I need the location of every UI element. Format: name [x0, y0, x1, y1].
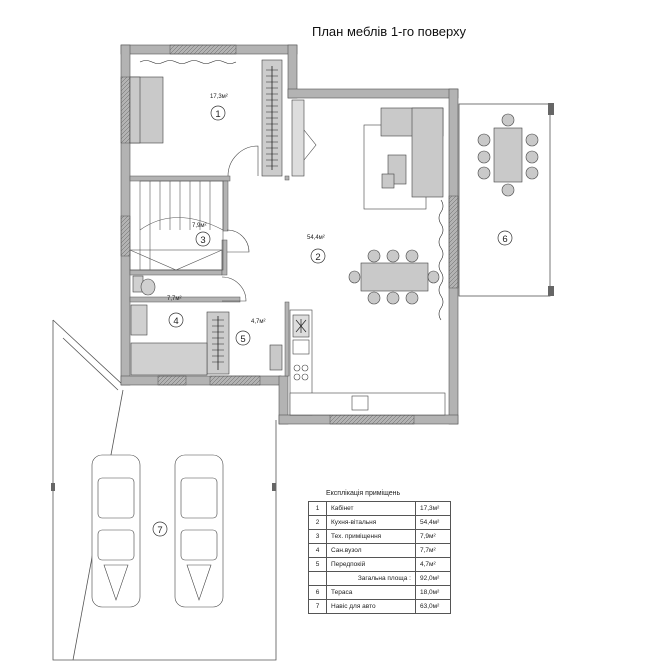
- row-area: 54,4м²: [415, 515, 451, 530]
- row-number: 2: [308, 515, 327, 530]
- room-5-number: 5: [240, 334, 245, 345]
- kitchen-counters: [289, 309, 446, 416]
- car-right: [174, 454, 224, 608]
- row-area: 7,7м²: [415, 543, 451, 558]
- tv-unit: [291, 99, 317, 177]
- row-area: 7,9м²: [415, 529, 451, 544]
- row-name: Тераса: [326, 585, 416, 600]
- wardrobes: [206, 59, 283, 375]
- table-row: 6 Тераса 18,0м²: [308, 585, 451, 600]
- room-schedule-table: 1 Кабінет 17,3м² 2 Кухня-вітальня 54,4м²…: [308, 501, 451, 614]
- row-number: [308, 571, 327, 586]
- row-number: 7: [308, 599, 327, 614]
- table-row: 3 Тех. приміщення 7,9м²: [308, 529, 451, 544]
- row-area: 17,3м²: [415, 501, 451, 516]
- car-left: [91, 454, 141, 608]
- table-row: 7 Навіс для авто 63,0м²: [308, 599, 451, 614]
- total-area: 92,0м²: [415, 571, 451, 586]
- tech-room-door: [226, 229, 250, 253]
- row-area: 18,0м²: [415, 585, 451, 600]
- table-row: 4 Сан.вузол 7,7м²: [308, 543, 451, 558]
- room-3-number: 3: [200, 235, 205, 246]
- living-sofa: [363, 107, 444, 210]
- living-curtain: [438, 199, 444, 321]
- terrace-outline: [458, 103, 551, 297]
- room-7-number: 7: [157, 525, 162, 536]
- room-labels: 17,3м² 1 54,4м² 2 7,9м² 3 7,7м² 4 4,7м² …: [152, 94, 513, 537]
- total-label: Загальна площа :: [326, 571, 416, 586]
- bathroom-fixtures: [130, 275, 208, 376]
- kitchen-hob-star: [295, 319, 307, 333]
- room-3-area: 7,9м²: [192, 223, 206, 229]
- row-area: 63,0м²: [415, 599, 451, 614]
- row-number: 4: [308, 543, 327, 558]
- bathroom-door: [221, 276, 247, 302]
- room-2-area: 54,4м²: [307, 235, 325, 241]
- row-area: 4,7м²: [415, 557, 451, 572]
- row-name: Кабінет: [326, 501, 416, 516]
- table-row: 2 Кухня-вітальня 54,4м²: [308, 515, 451, 530]
- window-openings: [120, 44, 459, 425]
- study-sofa: [129, 76, 164, 144]
- total-row: Загальна площа : 92,0м²: [308, 571, 451, 586]
- row-name: Кухня-вітальня: [326, 515, 416, 530]
- dining-set: [348, 249, 440, 305]
- room-2-number: 2: [315, 252, 320, 263]
- row-name: Передпокій: [326, 557, 416, 572]
- plan-title: План меблів 1-го поверху: [312, 24, 467, 39]
- room-schedule-caption: Експлікація приміщень: [326, 490, 401, 497]
- table-row: 5 Передпокій 4,7м²: [308, 557, 451, 572]
- room-1-number: 1: [215, 109, 220, 120]
- study-door: [227, 145, 259, 177]
- room-4-number: 4: [173, 316, 178, 327]
- terrace-posts: [548, 103, 554, 296]
- room-6-number: 6: [502, 234, 507, 245]
- row-name: Тех. приміщення: [326, 529, 416, 544]
- carport-posts: [51, 483, 276, 491]
- row-number: 5: [308, 557, 327, 572]
- hallway-bench: [269, 344, 283, 371]
- room-4-area: 7,7м²: [167, 296, 181, 302]
- study-curtain: [139, 60, 237, 64]
- row-number: 6: [308, 585, 327, 600]
- room-5-area: 4,7м²: [251, 319, 265, 325]
- room-1-area: 17,3м²: [210, 94, 228, 100]
- row-number: 3: [308, 529, 327, 544]
- table-row: 1 Кабінет 17,3м²: [308, 501, 451, 516]
- room-schedule: Експлікація приміщень 1 Кабінет 17,3м² 2…: [308, 490, 451, 614]
- terrace-dining-set: [477, 113, 539, 197]
- row-number: 1: [308, 501, 327, 516]
- row-name: Навіс для авто: [326, 599, 416, 614]
- row-name: Сан.вузол: [326, 543, 416, 558]
- stairs: [129, 180, 224, 271]
